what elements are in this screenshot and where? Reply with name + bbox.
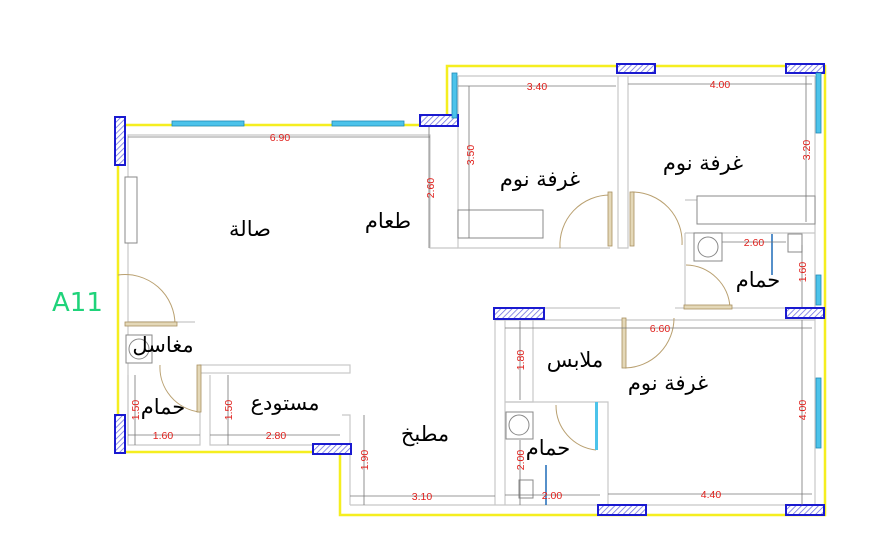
doors [117, 191, 733, 451]
bed-1 [457, 209, 544, 239]
room-dining: طعام [365, 209, 411, 233]
room-storage: مستودع [250, 391, 319, 415]
dim-storage-width: 2.80 [266, 430, 287, 442]
room-dressing: ملابس [547, 348, 603, 372]
toilet [787, 233, 803, 253]
interior-walls [127, 75, 816, 506]
dim-bedroom3-width: 4.40 [701, 489, 722, 501]
dim-bath3-depth: 1.50 [130, 400, 142, 421]
dim-storage-depth: 1.50 [223, 400, 235, 421]
room-sinks: مغاسل [132, 333, 193, 357]
columns [114, 63, 825, 516]
fixtures [124, 176, 816, 505]
dim-kitchen-depth: 1.90 [359, 450, 371, 471]
bed-2 [696, 195, 816, 225]
toilet [518, 479, 534, 499]
dimension-lines [128, 76, 812, 505]
dim-bedroom1-depth: 3.50 [465, 145, 477, 166]
room-bedroom-2: غرفة نوم [663, 151, 743, 175]
room-bedroom-3: غرفة نوم [628, 371, 708, 395]
outer-wall [116, 64, 827, 517]
dim-bedroom2-width: 4.00 [710, 79, 731, 91]
dim-dressing-depth: 1.80 [515, 350, 527, 371]
room-bath-2: حمام [526, 436, 571, 460]
room-bath-3: حمام [141, 395, 186, 419]
dim-bath1-depth: 1.60 [797, 262, 809, 283]
dim-bedroom2-depth: 3.20 [801, 140, 813, 161]
unit-label: A11 [52, 288, 103, 318]
dim-bedroom1-width: 3.40 [527, 81, 548, 93]
room-bath-1: حمام [736, 268, 781, 292]
dim-bath2-width: 2.00 [542, 490, 563, 502]
dim-living-width: 6.90 [270, 132, 291, 144]
dim-kitchen-width: 3.10 [412, 491, 433, 503]
tv-unit [124, 176, 138, 244]
dim-bath1-width: 2.60 [744, 237, 765, 249]
dimension-labels: 6.90 3.40 4.00 3.50 2.60 3.20 2.60 1.60 … [130, 79, 813, 503]
dim-bath2-depth: 2.00 [515, 450, 527, 471]
room-kitchen: مطبخ [401, 422, 449, 446]
dim-bath3-width: 1.60 [153, 430, 174, 442]
room-bedroom-1: غرفة نوم [500, 167, 580, 191]
windows [171, 72, 822, 449]
dim-dining-depth: 2.60 [425, 178, 437, 199]
room-living: صالة [229, 217, 271, 241]
dim-corridor-width: 6.60 [650, 323, 671, 335]
dim-bedroom3-depth: 4.00 [797, 400, 809, 421]
room-labels: صالة طعام غرفة نوم غرفة نوم حمام ملابس غ… [132, 151, 780, 460]
